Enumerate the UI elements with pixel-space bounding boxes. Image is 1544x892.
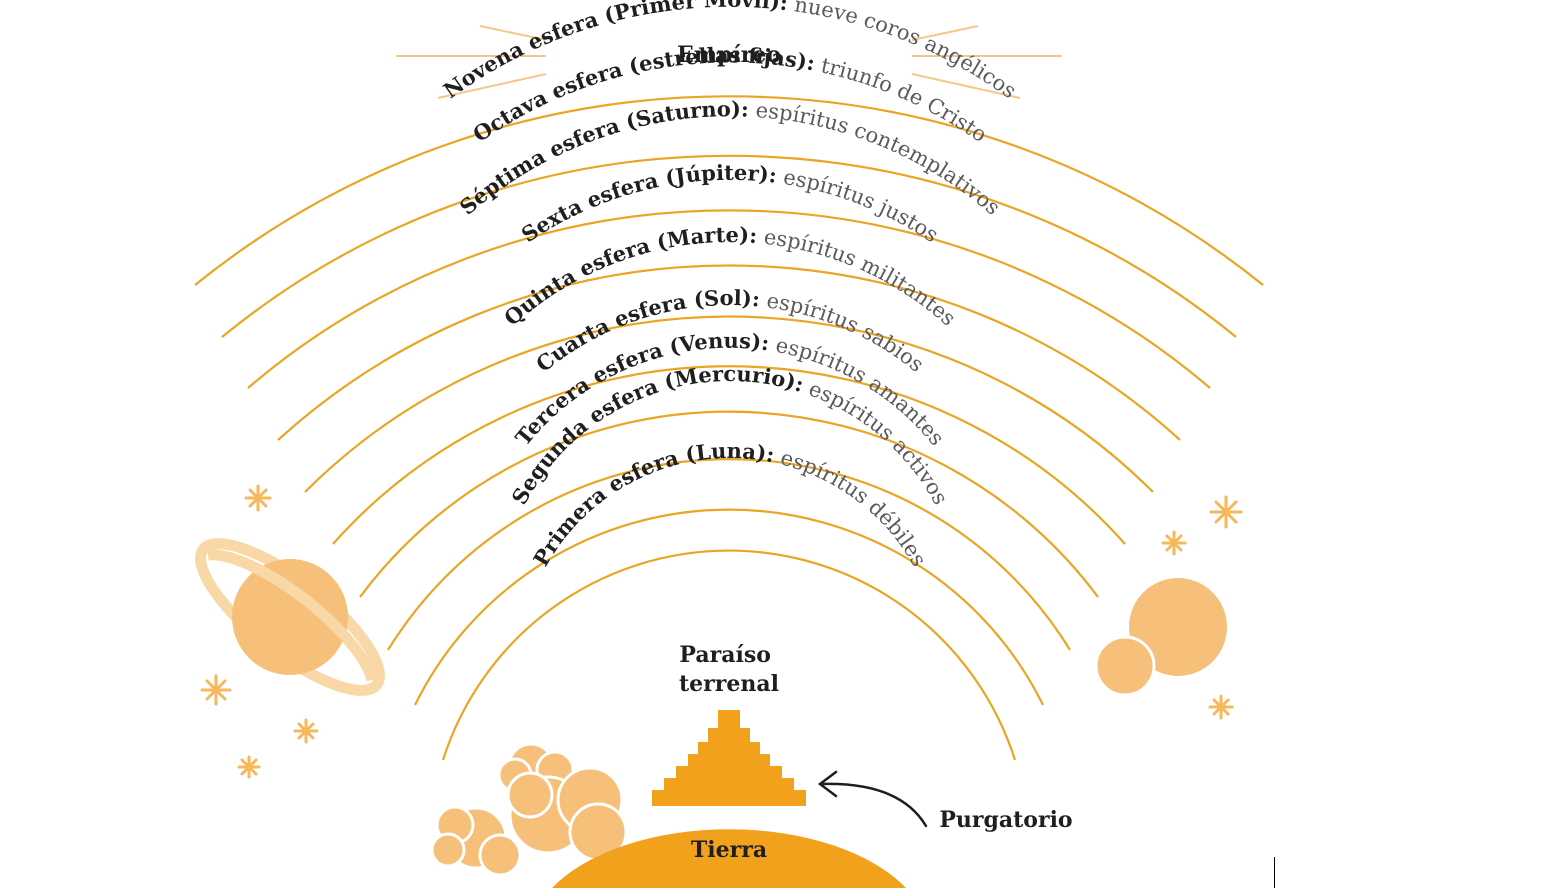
sparkle-star-icon (1209, 495, 1243, 529)
double-sphere-icon (1094, 578, 1227, 697)
sphere-arcs (194, 95, 1264, 761)
sphere-label-7: Séptima esfera (Saturno): espíritus cont… (455, 96, 1005, 220)
paraiso-terrenal-label: Paraíso terrenal (679, 642, 779, 697)
sparkle-star-icon (237, 755, 261, 779)
sparkle-star-icon (1208, 694, 1234, 720)
sphere-arc-1 (414, 508, 1044, 706)
sparkle-star-icon (244, 484, 272, 512)
sphere-label-5: Quinta esfera (Marte): espíritus militan… (499, 222, 960, 331)
sphere-label-8: Octava esfera (estrellas fijas): triunfo… (468, 42, 991, 147)
tierra-earth (552, 829, 906, 888)
empireo-rays (396, 25, 1062, 99)
purgatorio-mountain (652, 710, 806, 806)
sphere-arc-4 (332, 365, 1126, 545)
ringed-planet-icon (195, 538, 385, 696)
sphere-arc-8 (221, 154, 1237, 338)
sphere-arc-9 (194, 95, 1264, 286)
sparkle-star-icon (293, 718, 319, 744)
empireo-label: Empíreo (677, 42, 781, 68)
sphere-arc-2 (387, 458, 1071, 651)
sphere-arc-3 (359, 410, 1099, 598)
sphere-arc-5 (304, 315, 1154, 493)
cloud-icon (430, 805, 522, 877)
sparkle-star-icons (200, 484, 1243, 779)
sparkle-star-icon (1161, 530, 1187, 556)
curved-arrow-icon (817, 770, 928, 828)
sphere-labels: Novena esfera (Primer Móvil): nueve coro… (439, 0, 1021, 570)
sphere-arc-6 (277, 264, 1181, 441)
cloud-icon (506, 766, 628, 862)
cloud-icons (430, 742, 628, 877)
sparkle-star-icon (200, 674, 232, 706)
text-cursor (1274, 857, 1275, 888)
sphere-arc-0 (441, 549, 1017, 761)
purgatorio-label: Purgatorio (939, 807, 1072, 833)
tierra-label: Tierra (691, 837, 767, 863)
sphere-arc-7 (247, 209, 1211, 389)
